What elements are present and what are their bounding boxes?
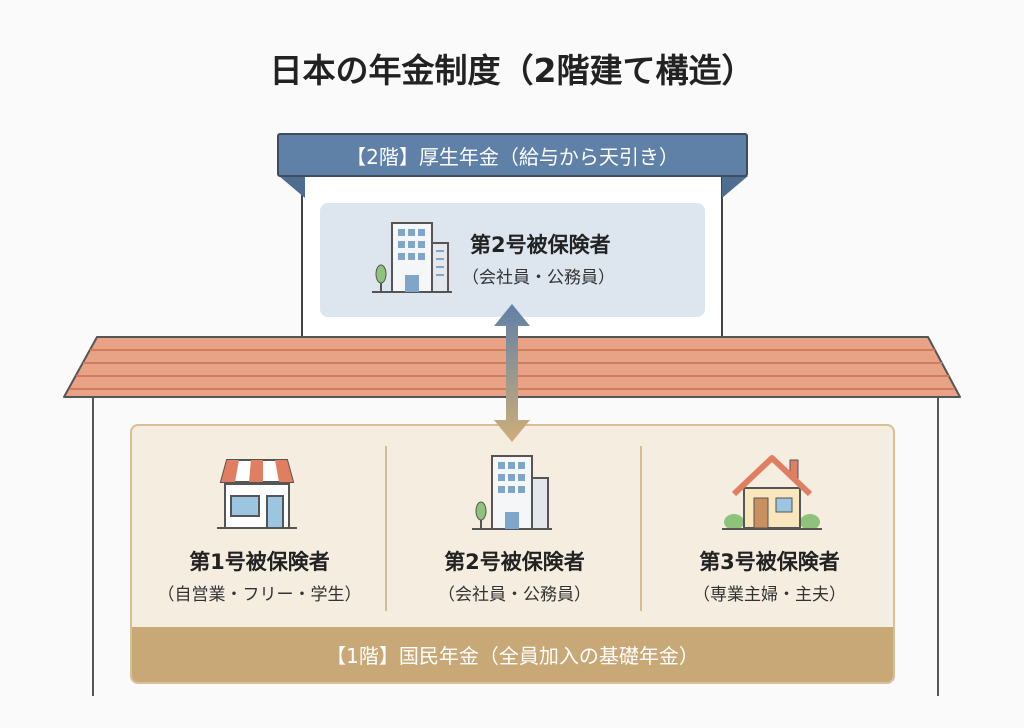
group-2-name: 第2号被保険者 xyxy=(444,550,585,574)
upper-insured-name: 第2号被保険者 xyxy=(470,233,611,257)
house-icon xyxy=(722,455,822,530)
office-building-icon xyxy=(472,455,552,530)
lower-floor-panel: 第1号被保険者 （自営業・フリー・学生） 第2号被保険者 （会社員・公務員） 第… xyxy=(130,424,895,684)
group-1-desc: （自営業・フリー・学生） xyxy=(157,585,362,605)
lower-floor-label: 【1階】国民年金（全員加入の基礎年金） xyxy=(132,627,893,682)
group-3-name: 第3号被保険者 xyxy=(699,550,840,574)
upper-insured-panel: 第2号被保険者 （会社員・公務員） xyxy=(320,203,705,317)
diagram-title: 日本の年金制度（2階建て構造） xyxy=(269,51,755,90)
upper-insured-desc: （会社員・公務員） xyxy=(462,268,615,288)
divider xyxy=(640,446,642,611)
lower-floor-walls xyxy=(92,396,939,696)
group-1-name: 第1号被保険者 xyxy=(189,550,330,574)
double-arrow-icon xyxy=(494,304,530,442)
divider xyxy=(385,446,387,611)
upper-floor-header: 【2階】厚生年金（給与から天引き） xyxy=(277,133,748,177)
group-2-desc: （会社員・公務員） xyxy=(438,585,591,605)
office-building-icon xyxy=(372,222,452,293)
shop-icon xyxy=(217,459,297,529)
group-3-desc: （専業主婦・主夫） xyxy=(693,585,846,605)
